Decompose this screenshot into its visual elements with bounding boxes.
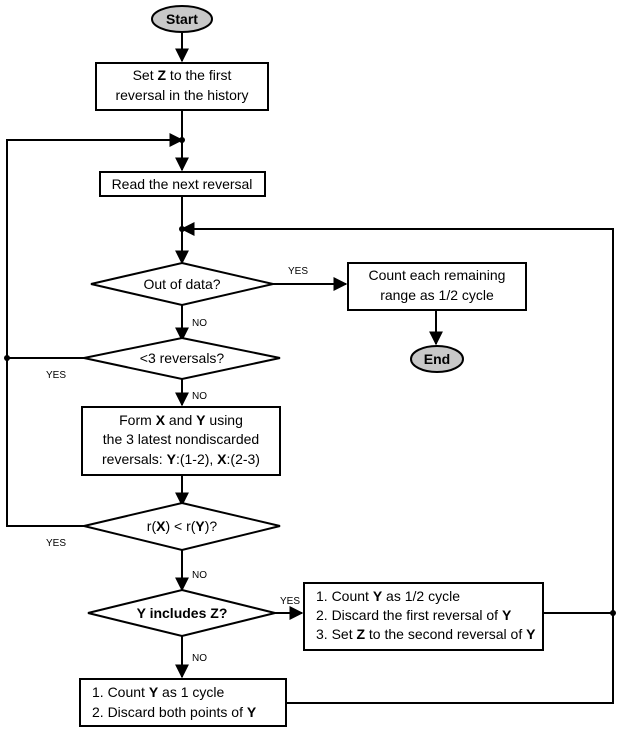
form-xy-line3: reversals: Y:(1-2), X:(2-3) [102, 451, 260, 467]
half-cycle-line2: 2. Discard the first reversal of Y [316, 607, 512, 623]
count-remaining-line2: range as 1/2 cycle [380, 287, 494, 303]
label-out-of-data-yes: YES [288, 266, 308, 277]
label-out-of-data-no: NO [192, 318, 207, 329]
junction-dots [4, 137, 616, 616]
label-compare-no: NO [192, 570, 207, 581]
half-cycle-line3: 3. Set Z to the second reversal of Y [316, 626, 536, 642]
loop-full-cycle-return [286, 613, 614, 704]
loop-less3-yes [6, 133, 184, 359]
less-than-3-label: <3 reversals? [140, 350, 225, 366]
start-label: Start [166, 11, 198, 27]
branch-labels: YES NO YES NO YES NO YES NO [46, 266, 308, 664]
junction-dot [179, 226, 185, 232]
form-xy-box: Form X and Y using the 3 latest nondisca… [81, 406, 281, 476]
label-yz-yes: YES [280, 596, 300, 607]
count-remaining-box: Count each remaining range as 1/2 cycle [347, 262, 527, 311]
read-next-box: Read the next reversal [99, 171, 266, 197]
half-cycle-box: 1. Count Y as 1/2 cycle 2. Discard the f… [303, 582, 544, 651]
form-xy-line1: Form X and Y using [119, 412, 243, 428]
full-cycle-line2: 2. Discard both points of Y [92, 704, 257, 720]
full-cycle-box: 1. Count Y as 1 cycle 2. Discard both po… [79, 678, 287, 727]
form-xy-line2: the 3 latest nondiscarded [103, 431, 259, 447]
connectors [6, 33, 614, 704]
less-than-3-diamond: <3 reversals? [83, 336, 281, 381]
set-z-line1: Set Z to the first [133, 67, 232, 83]
loop-half-cycle-return [180, 222, 614, 614]
junction-dot [4, 355, 10, 361]
label-less3-yes: YES [46, 370, 66, 381]
label-yz-no: NO [192, 653, 207, 664]
compare-label: r(X) < r(Y)? [147, 518, 218, 534]
label-less3-no: NO [192, 391, 207, 402]
out-of-data-diamond: Out of data? [90, 261, 274, 307]
y-includes-z-label: Y includes Z? [137, 605, 228, 621]
read-next-label: Read the next reversal [112, 176, 253, 192]
full-cycle-line1: 1. Count Y as 1 cycle [92, 684, 225, 700]
end-terminal: End [410, 345, 464, 373]
label-compare-yes: YES [46, 538, 66, 549]
out-of-data-label: Out of data? [143, 276, 220, 292]
loop-compare-yes [6, 358, 84, 527]
compare-diamond: r(X) < r(Y)? [83, 501, 281, 552]
end-label: End [424, 351, 450, 367]
start-terminal: Start [151, 5, 213, 33]
set-z-line2: reversal in the history [115, 87, 248, 103]
half-cycle-line1: 1. Count Y as 1/2 cycle [316, 588, 460, 604]
y-includes-z-diamond: Y includes Z? [87, 588, 276, 638]
junction-dot [179, 137, 185, 143]
junction-dot [610, 610, 616, 616]
count-remaining-line1: Count each remaining [369, 267, 506, 283]
set-z-box: Set Z to the first reversal in the histo… [95, 62, 269, 111]
